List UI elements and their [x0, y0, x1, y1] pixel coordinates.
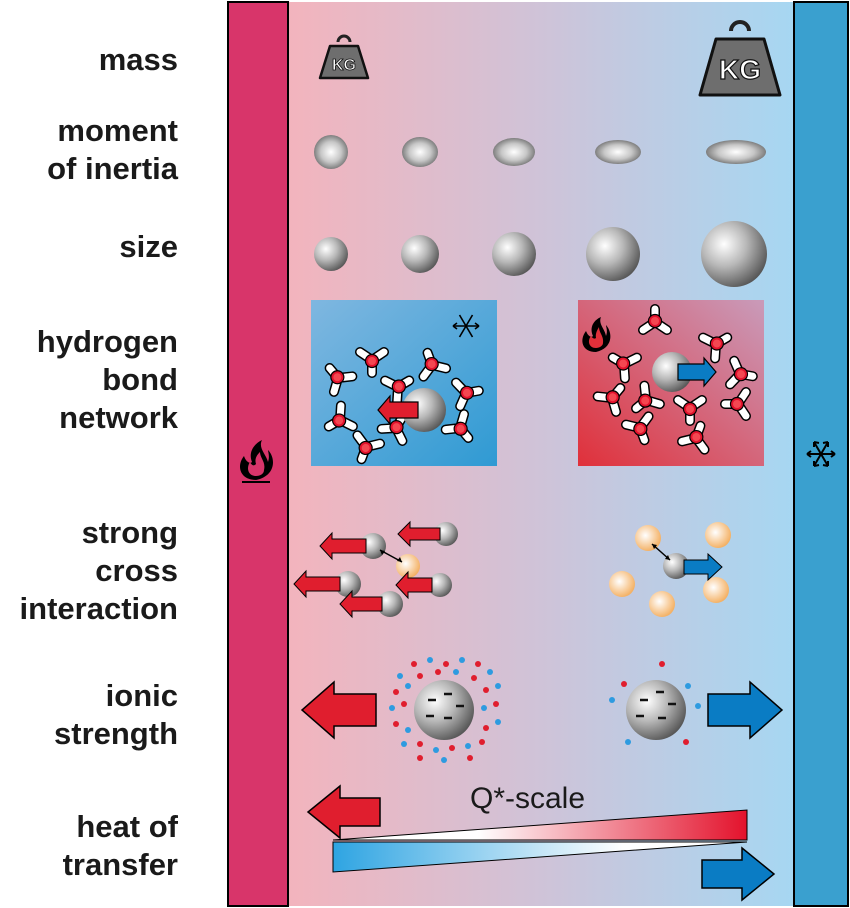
size-spheres: [314, 221, 767, 287]
inertia-shape: [706, 140, 766, 164]
red-arrow: [300, 680, 377, 740]
small-weight-label: KG: [332, 57, 356, 74]
label-mass: mass: [98, 42, 178, 77]
snowflake-icon: [452, 314, 480, 338]
counterions: [389, 657, 501, 763]
label-size: size: [119, 229, 178, 264]
positive-scale-triangle: [332, 809, 748, 841]
blue-arrow: [701, 846, 776, 902]
large-weight-label: KG: [719, 54, 761, 85]
ionic-strength-right: [609, 661, 784, 745]
cross-interaction-right: [609, 522, 731, 617]
flame-icon: [240, 440, 273, 483]
small-weight: KG: [318, 34, 370, 80]
q-scale-label: Q*-scale: [470, 782, 586, 815]
size-sphere: [401, 235, 439, 273]
snowflake-icon: [806, 441, 836, 467]
label-hydrogen-bond-network: hydrogen bond network: [36, 324, 178, 435]
inertia-shapes: [314, 135, 766, 169]
flame-icon: [582, 317, 611, 352]
hbond-cold-box: [311, 300, 497, 466]
size-sphere: [314, 237, 348, 271]
large-weight: KG: [698, 20, 782, 97]
label-ionic-strength: ionic strength: [54, 678, 178, 751]
inertia-shape: [314, 135, 348, 169]
red-arrow: [306, 784, 381, 840]
hbond-hot-box: [578, 300, 764, 466]
negative-scale-triangle: [332, 841, 748, 873]
heat-of-transfer: [306, 784, 776, 902]
blue-arrow: [707, 680, 784, 740]
inertia-shape: [595, 140, 641, 164]
label-heat-of-transfer: heat of transfer: [62, 809, 178, 882]
inertia-shape: [402, 137, 438, 167]
inertia-shape: [493, 138, 535, 166]
cross-interaction-left: [293, 520, 458, 619]
label-strong-cross-interaction: strong cross interaction: [19, 515, 178, 626]
label-moment-of-inertia: moment of inertia: [47, 113, 178, 186]
size-sphere: [701, 221, 767, 287]
size-sphere: [492, 232, 536, 276]
size-sphere: [586, 227, 640, 281]
ionic-strength-left: [300, 657, 501, 763]
